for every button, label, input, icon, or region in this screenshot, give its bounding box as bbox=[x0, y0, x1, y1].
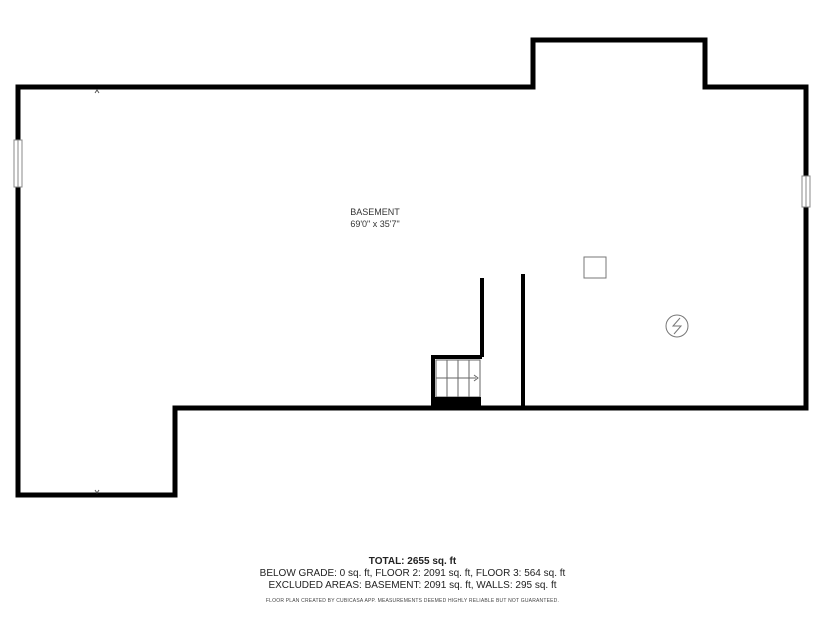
window-right bbox=[801, 175, 811, 208]
disclaimer: FLOOR PLAN CREATED BY CUBICASA APP. MEAS… bbox=[265, 598, 560, 604]
below-grade-area: BELOW GRADE: 0 sq. ft, FLOOR 2: 2091 sq.… bbox=[259, 568, 566, 579]
window-left bbox=[13, 139, 23, 188]
wall-mark-top bbox=[94, 89, 100, 94]
room-dimensions: 69'0" x 35'7" bbox=[350, 219, 400, 229]
total-area: TOTAL: 2655 sq. ft bbox=[368, 556, 457, 567]
square-fixture bbox=[583, 256, 607, 279]
room-name: BASEMENT bbox=[350, 207, 400, 217]
stairs bbox=[431, 355, 482, 408]
wall-mark-bottom bbox=[94, 489, 100, 494]
room-label-basement: BASEMENT 69'0" x 35'7" bbox=[275, 206, 475, 230]
outer-wall bbox=[15, 37, 809, 498]
area-summary: TOTAL: 2655 sq. ft BELOW GRADE: 0 sq. ft… bbox=[0, 556, 825, 605]
electrical-panel-icon bbox=[665, 314, 689, 338]
excluded-area: EXCLUDED AREAS: BASEMENT: 2091 sq. ft, W… bbox=[268, 580, 557, 591]
